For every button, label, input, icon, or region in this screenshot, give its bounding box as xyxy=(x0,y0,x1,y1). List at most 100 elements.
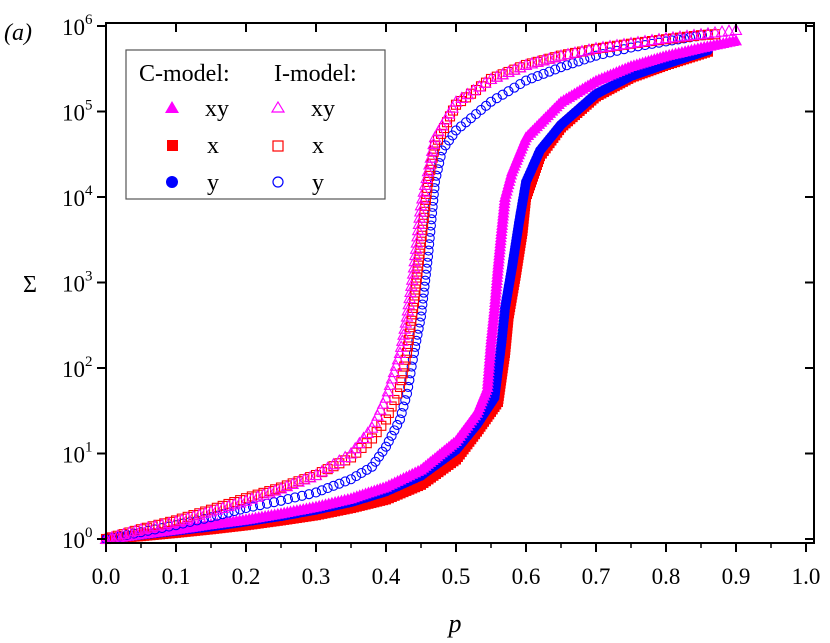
i-xy-triangle-marker xyxy=(309,468,323,481)
i-xy-triangle-marker xyxy=(391,352,405,365)
i-xy-triangle-marker xyxy=(424,151,438,163)
i-x-square-marker xyxy=(681,31,693,42)
x-tick-label: 0.6 xyxy=(512,564,541,589)
legend-c-x-square-icon xyxy=(167,140,178,151)
i-xy-triangle-marker xyxy=(507,63,521,75)
legend-i-xy-label: xy xyxy=(311,96,335,122)
i-xy-triangle-marker xyxy=(439,112,452,125)
i-xy-triangle-marker xyxy=(432,124,445,137)
i-xy-triangle-marker xyxy=(280,479,294,492)
i-y-circle-marker xyxy=(538,68,549,79)
i-y-circle-marker xyxy=(345,474,357,485)
i-xy-triangle-marker xyxy=(379,391,393,403)
y-tick-label: 102 xyxy=(62,354,93,382)
i-y-circle-marker xyxy=(429,176,441,187)
i-xy-triangle-marker xyxy=(610,38,624,51)
i-y-circle-marker xyxy=(410,341,421,352)
i-xy-triangle-marker xyxy=(315,464,329,477)
i-y-circle-marker xyxy=(404,375,415,386)
i-xy-triangle-marker xyxy=(268,483,282,496)
i-xy-triangle-marker xyxy=(245,492,259,504)
i-xy-triangle-marker xyxy=(484,72,498,85)
i-xy-triangle-marker xyxy=(404,285,417,298)
i-y-circle-marker xyxy=(447,130,458,141)
i-xy-triangle-marker xyxy=(673,29,687,42)
i-xy-triangle-marker xyxy=(408,254,422,267)
i-y-circle-marker xyxy=(351,471,362,482)
i-xy-triangle-marker xyxy=(321,461,335,473)
i-xy-triangle-marker xyxy=(389,359,403,371)
i-xy-triangle-marker xyxy=(687,28,701,41)
i-xy-triangle-marker xyxy=(413,211,427,223)
i-y-circle-marker xyxy=(386,430,397,441)
i-xy-triangle-marker xyxy=(589,41,603,54)
i-xy-triangle-marker xyxy=(478,76,492,88)
i-y-circle-marker xyxy=(334,478,345,489)
i-xy-triangle-marker xyxy=(134,522,148,535)
i-xy-triangle-marker xyxy=(496,67,510,80)
i-xy-triangle-marker xyxy=(420,171,434,184)
i-y-circle-marker xyxy=(509,82,520,93)
i-xy-triangle-marker xyxy=(513,60,527,73)
i-xy-triangle-marker xyxy=(708,25,722,38)
i-x-square-marker xyxy=(386,401,397,412)
i-y-circle-marker xyxy=(366,461,378,472)
i-x-square-marker xyxy=(396,375,407,386)
i-y-circle-marker xyxy=(370,456,381,467)
i-y-circle-marker xyxy=(361,464,372,475)
i-x-square-marker xyxy=(674,32,686,43)
x-tick-label: 0.2 xyxy=(232,564,261,589)
i-xy-triangle-marker xyxy=(435,118,449,131)
i-y-circle-marker xyxy=(526,73,537,84)
i-xy-triangle-marker xyxy=(561,47,575,60)
i-y-circle-marker xyxy=(322,483,333,494)
i-xy-triangle-marker xyxy=(155,517,169,530)
i-xy-triangle-marker xyxy=(442,106,456,119)
i-xy-triangle-marker xyxy=(399,315,413,328)
i-y-circle-marker xyxy=(310,487,322,498)
i-xy-triangle-marker xyxy=(397,328,410,340)
i-xy-triangle-marker xyxy=(406,266,420,279)
i-xy-triangle-marker xyxy=(624,36,638,49)
legend-c-xy-label: xy xyxy=(205,96,229,122)
i-xy-triangle-marker xyxy=(455,91,469,104)
i-xy-triangle-marker xyxy=(446,101,459,113)
i-xy-triangle-marker xyxy=(666,30,680,43)
i-y-circle-marker xyxy=(373,451,385,462)
i-y-circle-marker xyxy=(485,96,497,107)
i-xy-triangle-marker xyxy=(631,35,645,48)
i-xy-triangle-marker xyxy=(373,403,387,415)
c-xy-triangle-marker xyxy=(730,34,742,46)
i-xy-triangle-marker xyxy=(582,43,596,55)
i-xy-triangle-marker xyxy=(568,46,582,58)
i-y-circle-marker xyxy=(434,158,445,169)
i-y-circle-marker xyxy=(401,388,413,399)
i-xy-triangle-marker xyxy=(327,457,340,470)
i-xy-triangle-marker xyxy=(398,322,412,334)
y-tick-label: 101 xyxy=(62,440,93,468)
i-xy-triangle-marker xyxy=(251,490,265,502)
i-y-circle-marker xyxy=(398,401,409,412)
i-x-square-marker xyxy=(392,388,403,399)
i-xy-triangle-marker xyxy=(411,229,424,242)
y-tick-label: 105 xyxy=(62,98,93,126)
x-tick-label: 0.3 xyxy=(302,564,331,589)
panel-label: (a) xyxy=(4,20,32,46)
i-y-circle-marker xyxy=(303,489,315,500)
i-xy-triangle-marker xyxy=(427,137,441,150)
i-xy-triangle-marker xyxy=(645,33,659,46)
i-xy-triangle-marker xyxy=(239,494,253,506)
i-y-circle-marker xyxy=(282,494,294,505)
i-xy-triangle-marker xyxy=(411,223,425,236)
i-xy-triangle-marker xyxy=(413,204,427,217)
i-xy-triangle-marker xyxy=(274,481,288,494)
y-tick-label: 106 xyxy=(62,12,93,40)
i-xy-triangle-marker xyxy=(233,495,247,508)
i-y-circle-marker xyxy=(520,75,532,86)
i-xy-triangle-marker xyxy=(371,409,385,421)
i-x-square-marker xyxy=(702,29,714,40)
legend: C-model: I-model: xy xy x x y y xyxy=(125,49,386,200)
i-xy-triangle-marker xyxy=(425,144,439,156)
